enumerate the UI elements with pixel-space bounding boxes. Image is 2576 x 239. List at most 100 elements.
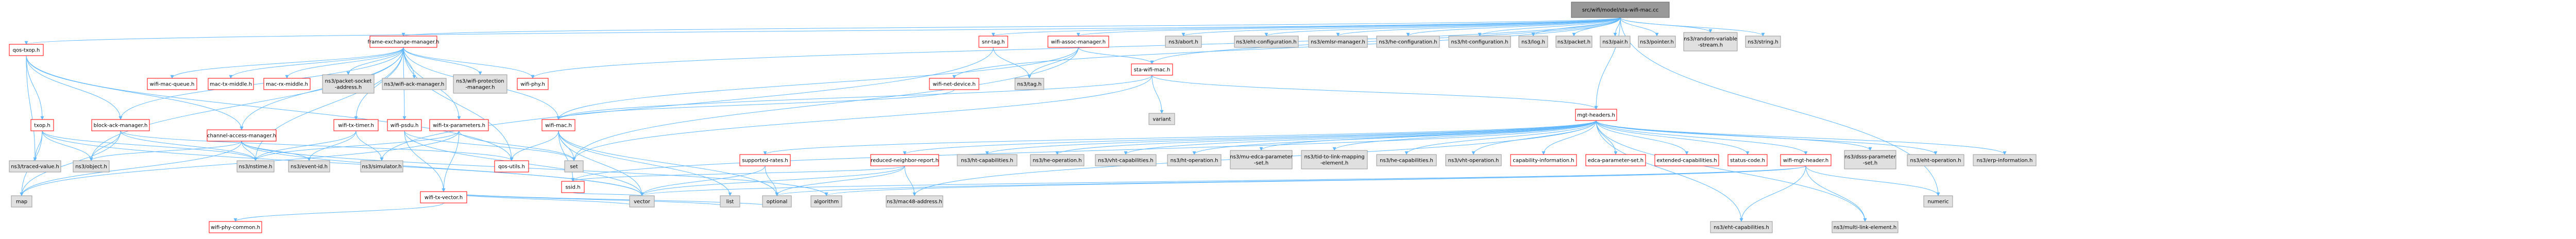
node-label: wifi-tx-timer.h	[338, 123, 374, 129]
node-box	[369, 36, 437, 48]
node-ns3-wifi-ack-manager-h: ns3/wifi-ack-manager.h	[382, 78, 447, 90]
edge-root-to-mgt_headers_h	[1594, 17, 1621, 110]
node-frame-exchange-manager-h[interactable]: frame-exchange-manager.h	[368, 36, 439, 48]
node-qos-txop-h[interactable]: qos-txop.h	[9, 44, 44, 56]
node-box	[1376, 154, 1437, 166]
node-mac-tx-middle-h[interactable]: mac-tx-middle.h	[208, 78, 254, 90]
node-wifi-tx-parameters-h[interactable]: wifi-tx-parameters.h	[429, 119, 489, 131]
edge-qos_txop_h-to-ns3_traced_value_h	[26, 55, 37, 161]
node-wifi-mac-queue-h[interactable]: wifi-mac-queue.h	[147, 78, 197, 90]
node-qos-utils-h[interactable]: qos-utils.h	[494, 160, 529, 173]
node-reduced-neighbor-report-h[interactable]: reduced-neighbor-report.h	[870, 154, 939, 166]
node-wifi-mac-h[interactable]: wifi-mac.h	[541, 119, 575, 131]
edge-wifi_tx_vector_h-to-list	[443, 191, 732, 208]
edge-qos_txop_h-to-channel_access_manager_h	[26, 55, 244, 130]
node-label: ns3/ht-capabilities.h	[961, 158, 1013, 164]
edge-wifi_net_device_h-to-wifi_mac_h	[556, 89, 955, 120]
edge-channel_access_manager_h-to-algorithm	[241, 141, 828, 196]
node-box	[1165, 36, 1202, 48]
node-box	[1234, 36, 1299, 48]
node-ns3-mac48-address-h: ns3/mac48-address.h	[886, 195, 943, 208]
node-box	[207, 129, 277, 142]
node-ns3-object-h: ns3/object.h	[73, 160, 110, 173]
node-label: edca-parameter-set.h	[1588, 158, 1643, 164]
node-wifi-phy-common-h[interactable]: wifi-phy-common.h	[209, 221, 262, 233]
node-txop-h[interactable]: txop.h	[30, 119, 54, 131]
node-wifi-psdu-h[interactable]: wifi-psdu.h	[387, 119, 422, 131]
edge-mgt_headers_h-to-wifi_mgt_header_h	[1596, 120, 1808, 155]
node-box	[208, 78, 254, 90]
edge-wifi_assoc_manager_h-to-wifi_mac_h	[556, 47, 1079, 120]
node-wifi-net-device-h[interactable]: wifi-net-device.h	[929, 78, 979, 90]
node-snr-tag-h[interactable]: snr-tag.h	[978, 36, 1008, 48]
node-root[interactable]: src/wifi/model/sta-wifi-mac.cc	[1571, 2, 1670, 18]
edge-root-to-ns3_he_configuration_h	[1406, 17, 1621, 37]
node-supported-rates-h[interactable]: supported-rates.h	[739, 154, 791, 166]
node-box	[453, 74, 507, 94]
node-box	[1518, 36, 1548, 48]
node-ns3-random-variable-stream-h: ns3/random-variable-stream.h	[1683, 32, 1738, 52]
node-wifi-mgt-header-h[interactable]: wifi-mgt-header.h	[1780, 154, 1832, 166]
node-sta-wifi-mac-h[interactable]: sta-wifi-mac.h	[1131, 63, 1173, 76]
node-capability-information-h[interactable]: capability-information.h	[1510, 154, 1577, 166]
node-box	[360, 160, 403, 173]
edge-reduced_neighbor_report_h-to-vector	[640, 165, 905, 196]
edge-root-to-wifi_assoc_manager_h	[1076, 17, 1621, 37]
node-label: algorithm	[814, 199, 839, 205]
node-box	[541, 119, 575, 131]
edge-reduced_neighbor_report_h-to-ns3_mac48_address_h	[904, 165, 917, 196]
node-ns3-he-operation-h: ns3/he-operation.h	[1030, 154, 1084, 166]
node-box	[9, 160, 61, 173]
edge-wifi_tx_timer_h-to-ns3_nstime_h	[253, 130, 357, 161]
edge-root-to-wifi_phy_h	[531, 17, 1621, 79]
node-edca-parameter-set-h[interactable]: edca-parameter-set.h	[1585, 154, 1646, 166]
edge-root-to-ns3_abort_h	[1181, 17, 1621, 37]
node-box	[1600, 36, 1631, 48]
edge-qos_txop_h-to-txop_h	[26, 55, 44, 120]
edge-qos_txop_h-to-qos_utils_h	[26, 55, 514, 161]
node-wifi-tx-vector-h[interactable]: wifi-tx-vector.h	[420, 191, 467, 203]
node-extended-capabilities-h[interactable]: extended-capabilities.h	[1654, 154, 1719, 166]
node-label: ns3/vht-operation.h	[1448, 158, 1499, 164]
node-label: snr-tag.h	[982, 40, 1005, 45]
node-label: ssid.h	[565, 185, 580, 191]
node-box	[1510, 154, 1577, 166]
edge-root-to-frame_exchange_manager_h	[402, 17, 1621, 37]
node-label: ns3/vht-capabilities.h	[1098, 158, 1153, 164]
node-label: wifi-net-device.h	[933, 82, 975, 88]
node-wifi-phy-h[interactable]: wifi-phy.h	[517, 78, 549, 90]
node-block-ack-manager-h[interactable]: block-ack-manager.h	[91, 119, 150, 131]
node-ns3-erp-information-h: ns3/erp-information.h	[1973, 154, 2037, 166]
node-label: qos-utils.h	[498, 164, 525, 170]
node-label: ns3/simulator.h	[362, 164, 401, 170]
edge-frame_exchange_manager_h-to-ns3_object_h	[89, 47, 404, 161]
node-ns3-ht-capabilities-h: ns3/ht-capabilities.h	[957, 154, 1018, 166]
edge-wifi_psdu_h-to-wifi_tx_vector_h	[404, 130, 446, 192]
node-box	[429, 119, 489, 131]
node-wifi-tx-timer-h[interactable]: wifi-tx-timer.h	[333, 119, 379, 131]
node-wifi-assoc-manager-h[interactable]: wifi-assoc-manager.h	[1047, 36, 1109, 48]
node-label: ns3/event-id.h	[291, 164, 328, 170]
node-ssid-h[interactable]: ssid.h	[561, 181, 585, 193]
node-box	[1832, 221, 1899, 233]
node-box	[561, 181, 585, 193]
node-box	[739, 154, 791, 166]
node-label: ns3/pair.h	[1602, 40, 1628, 45]
node-status-code-h[interactable]: status-code.h	[1727, 154, 1768, 166]
node-channel-access-manager-h[interactable]: channel-access-manager.h	[207, 129, 277, 142]
edge-frame_exchange_manager_h-to-ns3_wifi_ack_manager_h	[403, 47, 416, 79]
edge-wifi_tx_timer_h-to-ns3_event_id_h	[307, 130, 357, 161]
edge-wifi_tx_parameters_h-to-wifi_tx_vector_h	[442, 130, 460, 192]
edge-frame_exchange_manager_h-to-ns3_wifi_protection_manager_h	[403, 47, 482, 75]
node-mac-rx-middle-h[interactable]: mac-rx-middle.h	[263, 78, 311, 90]
node-ns3-simulator-h: ns3/simulator.h	[360, 160, 403, 173]
node-box	[1448, 36, 1511, 48]
node-label: variant	[1153, 117, 1171, 123]
node-mgt-headers-h[interactable]: mgt-headers.h	[1575, 109, 1617, 121]
edge-reduced_neighbor_report_h-to-optional	[775, 165, 905, 196]
node-ns3-abort-h: ns3/abort.h	[1165, 36, 1202, 48]
node-label: ns3/mu-edca-parameter	[1230, 155, 1293, 160]
node-label: optional	[767, 199, 788, 205]
edge-block_ack_manager_h-to-qos_utils_h	[120, 130, 514, 161]
edge-mgt_headers_h-to-ns3_eht_operation_h	[1596, 120, 1938, 155]
